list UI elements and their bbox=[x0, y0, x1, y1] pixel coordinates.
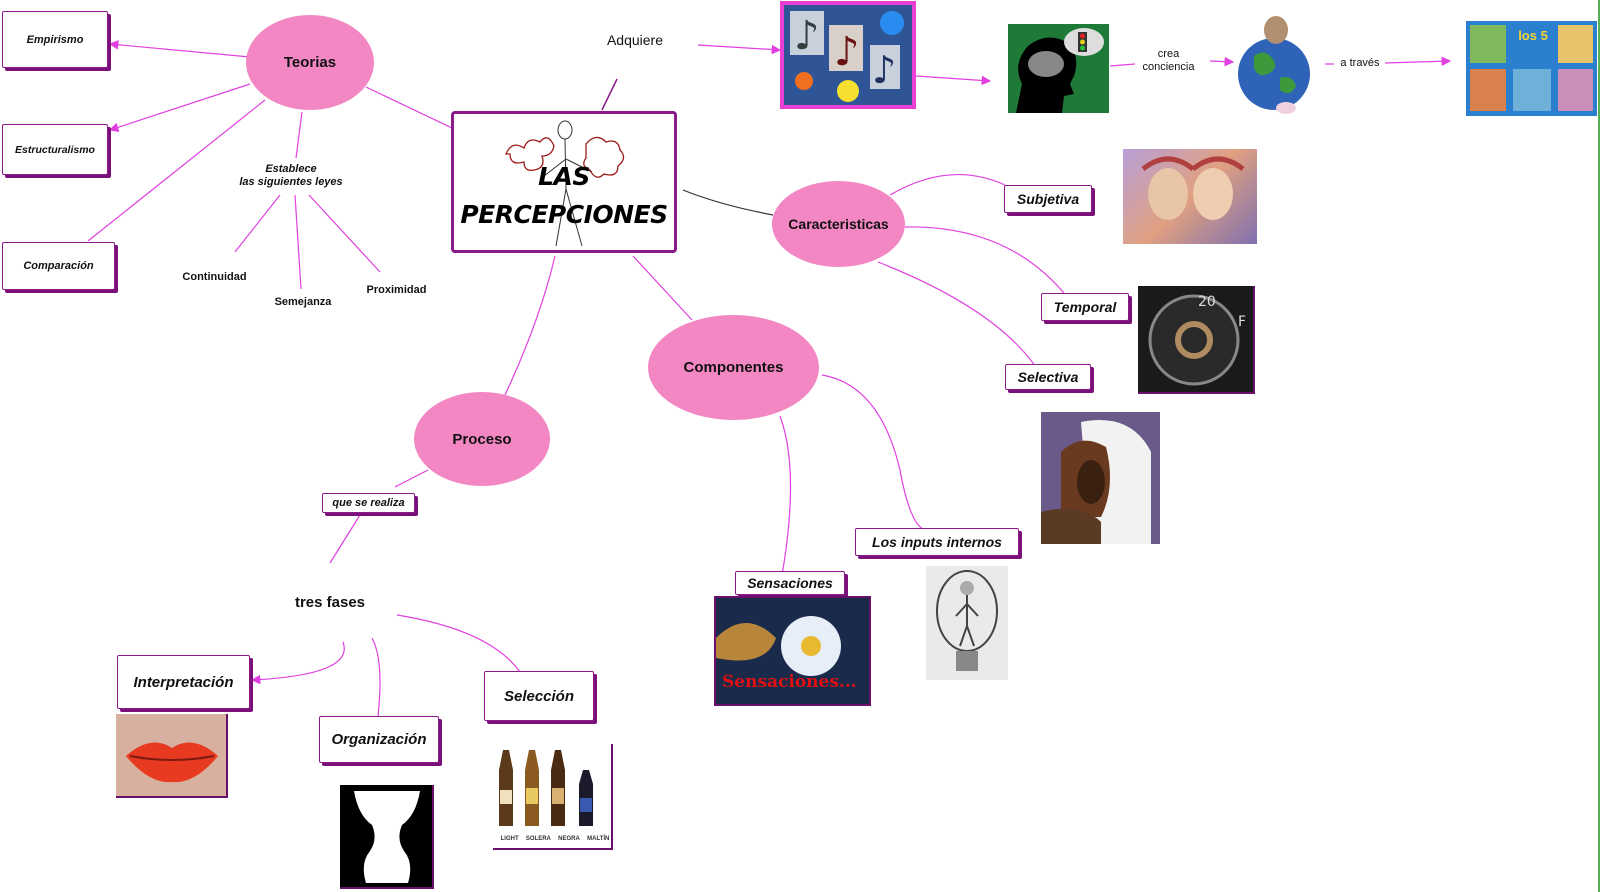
box-organizacion-label: Organización bbox=[331, 731, 427, 748]
box-subjetiva-label: Subjetiva bbox=[1016, 191, 1080, 207]
box-sensaciones-label: Sensaciones bbox=[747, 575, 833, 591]
bottle-label: MALTÍN bbox=[587, 836, 610, 842]
rubin-vase-image bbox=[340, 785, 434, 889]
bottle-label: NEGRA bbox=[558, 836, 580, 842]
box-comparacion[interactable]: Comparación bbox=[2, 242, 115, 290]
box-sensaciones[interactable]: Sensaciones bbox=[735, 571, 845, 595]
box-estructuralismo[interactable]: Estructuralismo bbox=[2, 124, 108, 175]
box-inputs-internos-label: Los inputs internos bbox=[872, 534, 1002, 550]
box-selectiva[interactable]: Selectiva bbox=[1005, 364, 1091, 390]
flower-hand-icon bbox=[716, 616, 841, 676]
doodle-figure-icon bbox=[505, 120, 625, 247]
box-organizacion[interactable]: Organización bbox=[319, 716, 439, 763]
label-adquiere: Adquiere bbox=[606, 32, 664, 48]
node-componentes-label: Componentes bbox=[683, 359, 784, 376]
sensaciones-caption: Sensaciones... bbox=[722, 672, 857, 692]
node-caracteristicas[interactable]: Caracteristicas bbox=[772, 181, 905, 267]
two-faces-icon bbox=[1141, 156, 1245, 220]
node-teorias-label: Teorias bbox=[283, 54, 337, 71]
faces-painting-image bbox=[1123, 149, 1257, 244]
bottles-icon bbox=[499, 750, 593, 826]
box-seleccion[interactable]: Selección bbox=[484, 671, 594, 721]
lips-icon bbox=[126, 742, 218, 783]
bottles-image: LIGHT SOLERA NEGRA MALTÍN bbox=[493, 744, 613, 850]
old-young-woman-icon bbox=[1041, 420, 1151, 544]
central-title: LAS PERCEPCIONES bbox=[460, 162, 668, 229]
brain-head-icon bbox=[1016, 28, 1104, 113]
label-establece: Establece las siguientes leyes bbox=[239, 163, 343, 188]
label-proximidad: Proximidad bbox=[366, 284, 427, 296]
box-inputs-internos[interactable]: Los inputs internos bbox=[855, 528, 1019, 556]
box-que-se-realiza-label: que se realiza bbox=[332, 497, 405, 509]
box-estructuralismo-label: Estructuralismo bbox=[15, 143, 95, 156]
bottle-label: LIGHT bbox=[500, 836, 519, 842]
box-comparacion-label: Comparación bbox=[23, 260, 94, 272]
node-proceso-label: Proceso bbox=[452, 430, 512, 448]
head-thought-image bbox=[1008, 24, 1109, 113]
homunculus-bulb-image bbox=[926, 566, 1008, 680]
svg-text:♪: ♪ bbox=[872, 48, 896, 92]
svg-text:♪: ♪ bbox=[794, 13, 820, 59]
cinco-sentidos-image: los 5 bbox=[1466, 21, 1597, 116]
label-crea-conciencia: crea conciencia bbox=[1142, 48, 1195, 73]
box-empirismo-label: Empirismo bbox=[26, 33, 84, 46]
watch-icon: 20 F bbox=[1148, 294, 1246, 386]
five-senses-icon bbox=[1470, 25, 1593, 111]
box-empirismo[interactable]: Empirismo bbox=[2, 11, 108, 68]
sensaciones-image: Sensaciones... bbox=[714, 596, 871, 706]
svg-text:20: 20 bbox=[1198, 294, 1216, 310]
node-proceso[interactable]: Proceso bbox=[414, 392, 550, 486]
optical-illusion-woman-image bbox=[1041, 412, 1160, 544]
box-interpretacion-label: Interpretación bbox=[133, 673, 234, 691]
label-a-traves: a través bbox=[1340, 57, 1380, 69]
box-temporal[interactable]: Temporal bbox=[1041, 293, 1129, 321]
bottle-labels: LIGHT SOLERA NEGRA MALTÍN bbox=[497, 836, 611, 842]
box-temporal-label: Temporal bbox=[1053, 299, 1117, 315]
label-tres-fases: tres fases bbox=[294, 594, 366, 611]
svg-text:F: F bbox=[1238, 314, 1246, 330]
music-smileys-image: ♪ ♪ ♪ bbox=[780, 1, 916, 109]
cinco-sentidos-badge: los 5 bbox=[1518, 28, 1548, 43]
lips-image bbox=[116, 714, 228, 798]
lightbulb-figure-icon bbox=[936, 570, 998, 671]
node-caracteristicas-label: Caracteristicas bbox=[788, 216, 889, 232]
node-teorias[interactable]: Teorias bbox=[246, 15, 374, 110]
box-selectiva-label: Selectiva bbox=[1017, 369, 1079, 385]
bottle-label: SOLERA bbox=[525, 836, 551, 842]
box-que-se-realiza[interactable]: que se realiza bbox=[322, 493, 415, 513]
globe-icon bbox=[1238, 16, 1310, 114]
svg-text:♪: ♪ bbox=[834, 29, 860, 75]
right-edge-bar bbox=[1598, 0, 1600, 892]
music-notes-icon: ♪ ♪ ♪ bbox=[790, 11, 904, 102]
label-continuidad: Continuidad bbox=[182, 271, 247, 283]
globe-image bbox=[1236, 12, 1314, 114]
label-semejanza: Semejanza bbox=[274, 296, 332, 308]
watch-image: 20 F bbox=[1138, 286, 1255, 394]
node-componentes[interactable]: Componentes bbox=[648, 315, 819, 420]
central-topic[interactable]: LAS PERCEPCIONES bbox=[451, 111, 677, 253]
box-subjetiva[interactable]: Subjetiva bbox=[1004, 185, 1092, 213]
box-interpretacion[interactable]: Interpretación bbox=[117, 655, 250, 709]
box-seleccion-label: Selección bbox=[503, 687, 575, 705]
vase-faces-icon bbox=[354, 791, 420, 883]
